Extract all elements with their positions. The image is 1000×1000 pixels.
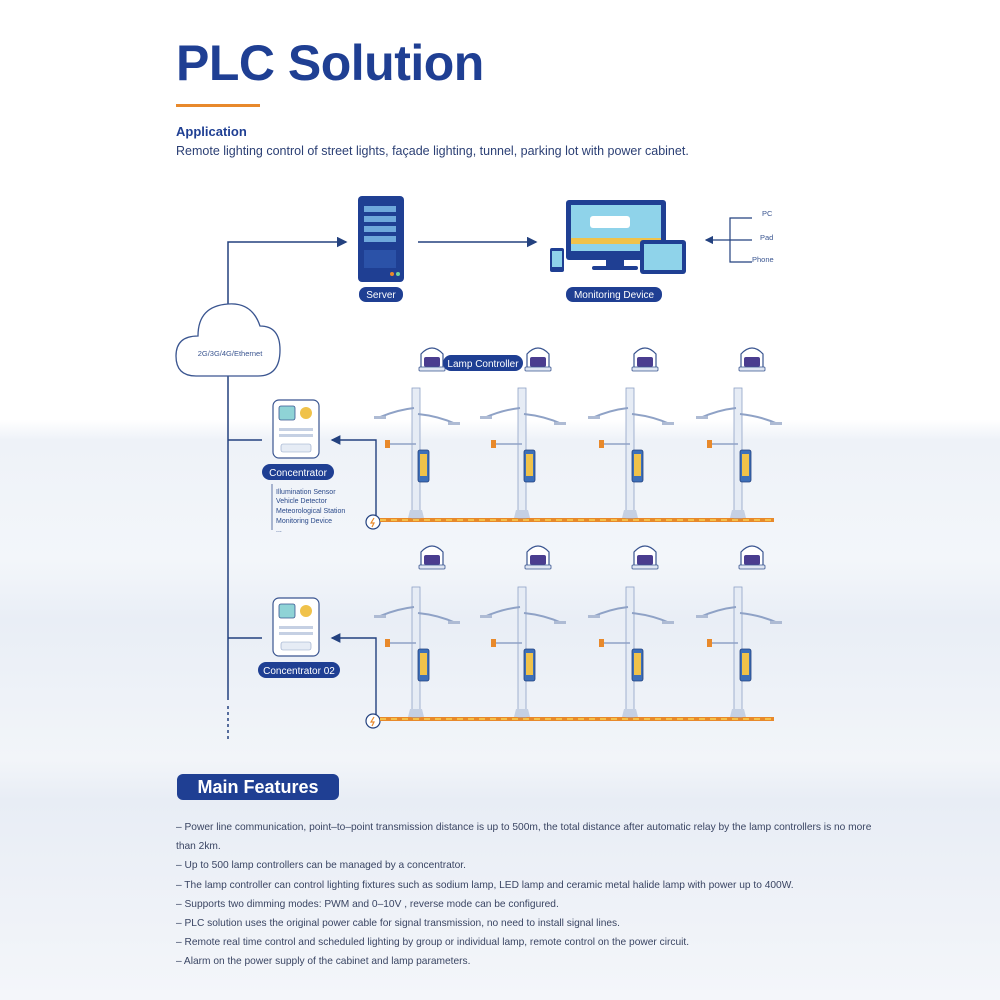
row2-feedback-line: [330, 633, 377, 716]
lamp-controller-icon: [631, 347, 659, 372]
server-pill: [359, 287, 403, 302]
monitoring-label: Monitoring Device: [574, 290, 654, 301]
lamp-controller-icon: [524, 545, 552, 570]
feature-item: – Supports two dimming modes: PWM and 0–…: [176, 898, 559, 910]
concentrator-1-pill: [262, 464, 334, 480]
sensor-meteorological: Meteorological Station: [276, 508, 345, 515]
lamp-controller-icon: [631, 545, 659, 570]
feature-item: – Power line communication, point–to–poi…: [176, 822, 872, 853]
street-light-icon: [373, 387, 461, 519]
lamp-controller-icon: [418, 347, 446, 372]
concentrator-2-pill: [258, 662, 340, 678]
street-light-icon: [587, 387, 675, 519]
concentrator-2-label: Concentrator 02: [263, 666, 335, 677]
plc-diagram: 2G/3G/4G/Ethernet Server Monitoring Devi…: [175, 196, 783, 740]
concentrator-icon: [272, 597, 320, 657]
clients-bracket: [729, 217, 752, 263]
power-icon: [365, 713, 381, 729]
client-pad: Pad: [760, 233, 773, 242]
application-heading: Application: [176, 124, 247, 139]
server-label: Server: [366, 290, 396, 301]
cloud-icon: [175, 303, 281, 377]
lamp-controller-label: Lamp Controller: [447, 359, 519, 370]
feature-item: – Alarm on the power supply of the cabin…: [176, 956, 471, 968]
server-icon: [358, 196, 404, 282]
lamp-controller-icon: [738, 545, 766, 570]
client-phone: Phone: [752, 255, 774, 264]
monitoring-pill: [566, 287, 662, 302]
lamp-controller-icon: [524, 347, 552, 372]
main-features-heading: Main Features: [177, 774, 339, 800]
cloud-to-server-line: [227, 236, 348, 306]
street-light-icon: [695, 387, 783, 519]
street-light-icon: [479, 586, 567, 718]
concentrator-icon: [272, 399, 320, 459]
sensor-illumination: Illumination Sensor: [276, 489, 336, 496]
feature-item: – PLC solution uses the original power c…: [176, 918, 620, 930]
street-light-icon: [587, 586, 675, 718]
features-list: – Power line communication, point–to–poi…: [176, 818, 876, 972]
street-light-icon: [695, 586, 783, 718]
page-title: PLC Solution: [176, 35, 484, 91]
concentrator-1-label: Concentrator: [269, 468, 327, 479]
cloud-label: 2G/3G/4G/Ethernet: [198, 349, 264, 358]
sensor-monitoring: Monitoring Device: [276, 518, 332, 525]
lamp-controller-icon: [738, 347, 766, 372]
feature-item: – The lamp controller can control lighti…: [176, 879, 794, 891]
feature-item: – Remote real time control and scheduled…: [176, 937, 690, 949]
title-underline: [176, 104, 260, 107]
power-icon: [365, 514, 381, 530]
feature-item: – Up to 500 lamp controllers can be mana…: [176, 860, 466, 872]
street-light-icon: [479, 387, 567, 519]
client-pc: PC: [762, 209, 773, 218]
application-text: Remote lighting control of street lights…: [176, 144, 689, 158]
monitor-icon: [550, 200, 686, 274]
lamp-controller-icon: [418, 545, 446, 570]
sensor-vehicle: Vehicle Detector: [276, 498, 328, 505]
sensor-more: ...: [276, 527, 282, 534]
row1-feedback-line: [330, 435, 377, 516]
lamp-controller-pill: [443, 355, 523, 371]
street-light-icon: [373, 586, 461, 718]
